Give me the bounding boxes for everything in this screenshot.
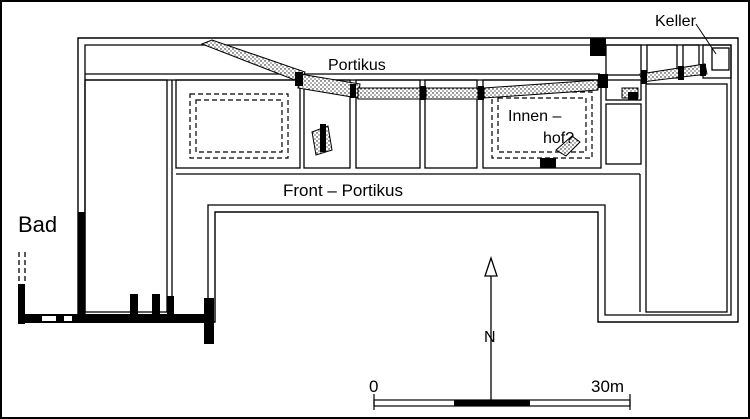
label-innenhof-line1: Innen – [508, 108, 561, 125]
label-front-portikus: Front – Portikus [283, 181, 403, 200]
front-portikus-gallery [176, 173, 641, 312]
scale-label-end: 30m [591, 377, 624, 396]
label-keller: Keller [655, 13, 697, 30]
label-portikus: Portikus [328, 57, 386, 74]
label-north: N [484, 329, 496, 346]
north-arrow: N [484, 255, 498, 400]
west-wing [84, 79, 173, 313]
scale-bar: 0 30m [369, 377, 631, 410]
scale-label-start: 0 [369, 377, 378, 396]
label-innenhof-line2: hof? [543, 130, 574, 147]
keller-leader-line [695, 23, 717, 55]
solid-remains [18, 38, 706, 344]
label-bad: Bad [18, 212, 57, 237]
keller-room [711, 47, 730, 71]
bad-walls [18, 252, 26, 282]
east-wing-rooms [605, 79, 728, 313]
courtyard-west [189, 93, 289, 159]
